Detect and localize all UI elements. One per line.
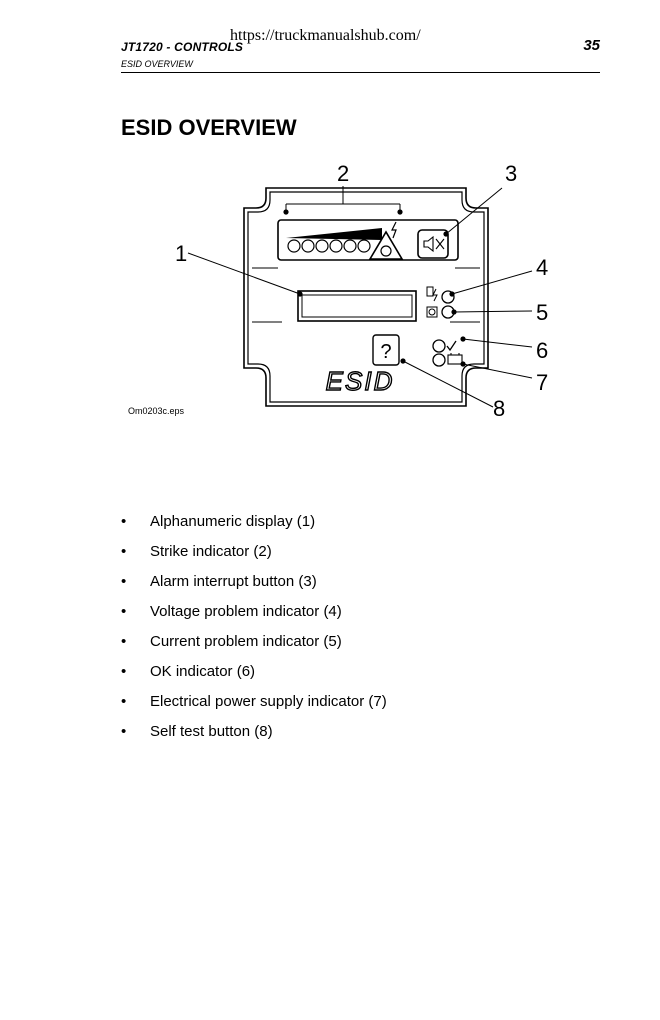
list-item: •Alphanumeric display (1) [121,513,316,530]
esid-logo: ESID [326,366,395,396]
callout-5: 5 [536,300,548,325]
power-supply-led [432,353,446,367]
esid-panel-figure: ? ESID 1 2 3 4 5 6 7 8 [175,161,548,421]
watermark-url: https://truckmanualshub.com/ [230,27,421,44]
current-problem-icon [426,306,438,318]
callout-dots [283,209,466,367]
voltage-problem-led [441,290,455,304]
alarm-interrupt-button [417,229,449,259]
list-item: •Alarm interrupt button (3) [121,573,317,590]
strike-leds [287,239,371,253]
help-question-icon: ? [380,341,391,363]
ok-led [432,339,446,353]
callout-6: 6 [536,338,548,363]
callout-3: 3 [505,161,517,186]
list-item: •OK indicator (6) [121,663,256,680]
ok-check-icon [446,340,457,352]
list-item: •Current problem indicator (5) [121,633,342,650]
strike-intensity-wedge [286,228,382,240]
voltage-problem-icon [426,286,438,302]
self-test-button [372,334,400,366]
lightning-bolt-icon [391,221,397,239]
panel-inner-frame [247,191,485,403]
panel-outer-frame [243,187,489,407]
list-item: •Self test button (8) [121,723,273,740]
callout-1: 1 [175,241,187,266]
header-title: JT1720 - CONTROLS [121,40,244,54]
callout-2: 2 [337,161,349,186]
feature-list: •Alphanumeric display (1) •Strike indica… [121,512,387,752]
warning-triangle-icon [368,230,404,260]
list-item: •Voltage problem indicator (4) [121,603,342,620]
callout-8: 8 [493,396,505,421]
speaker-mute-icon [423,235,445,253]
figure-caption: Om0203c.eps [128,406,185,416]
callout-7: 7 [536,370,548,395]
page-number: 35 [583,37,600,54]
header-subtitle: ESID OVERVIEW [121,59,193,69]
list-item: •Strike indicator (2) [121,543,272,560]
list-item: •Electrical power supply indicator (7) [121,693,387,710]
alphanumeric-display [297,290,417,322]
battery-icon [447,353,463,365]
callout-4: 4 [536,255,548,280]
header-rule [121,72,600,73]
strike-indicator-strip [277,219,459,261]
section-title: ESID OVERVIEW [121,115,297,140]
